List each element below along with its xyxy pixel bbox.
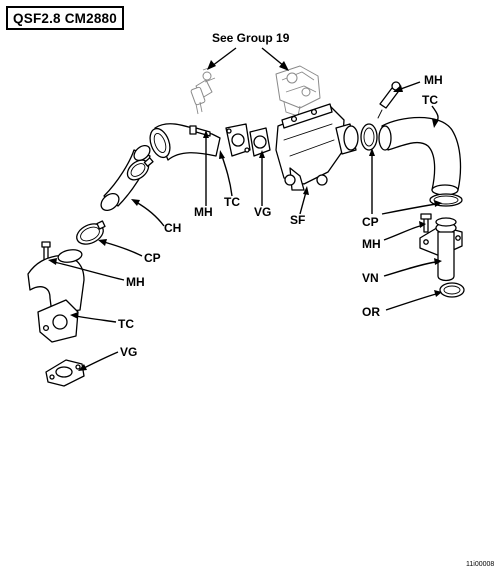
hose-clamp-left (76, 220, 106, 245)
coolant-tube-upper-tc (149, 123, 221, 161)
support-frame-sf (275, 103, 345, 191)
callout-tc-mid: TC (224, 195, 240, 209)
callout-mh-top: MH (424, 73, 443, 87)
diagram-title: QSF2.8 CM2880 (6, 6, 124, 30)
callout-vg-left: VG (120, 345, 137, 359)
mounting-bolt-right (420, 213, 432, 233)
figure-id: 11i00008 (466, 561, 494, 568)
gasket-vg-upper (249, 127, 271, 157)
coolant-elbow-left-tc (27, 249, 85, 343)
sensor-mh-top (377, 81, 401, 119)
callout-cp-left: CP (144, 251, 161, 265)
reference-note-label: See Group 19 (212, 31, 290, 45)
coolant-elbow-right-tc (378, 116, 462, 196)
hose-clamp-right (360, 123, 378, 151)
callout-mh-left: MH (126, 275, 145, 289)
callout-vn: VN (362, 271, 379, 285)
callout-vg-mid: VG (254, 205, 271, 219)
hose-clamp-upper (126, 157, 154, 181)
callout-mh-right: MH (362, 237, 381, 251)
callout-or: OR (362, 305, 380, 319)
callout-sf: SF (290, 213, 305, 227)
o-ring-or (439, 282, 465, 298)
callout-tc-top: TC (422, 93, 438, 107)
gasket-vg-left (45, 359, 85, 387)
reference-thermostat-housing-ghost (275, 65, 321, 117)
outlet-stub (335, 123, 359, 155)
water-neck-vn (419, 217, 463, 282)
callout-tc-left: TC (118, 317, 134, 331)
callout-ch: CH (164, 221, 181, 235)
reference-sensor-ghost (190, 65, 216, 115)
leader-lines (48, 47, 442, 371)
coolant-hose-ch (100, 144, 151, 212)
tube-flange-upper (225, 123, 251, 157)
callout-mh-mid: MH (194, 205, 213, 219)
callout-cp-right: CP (362, 215, 379, 229)
